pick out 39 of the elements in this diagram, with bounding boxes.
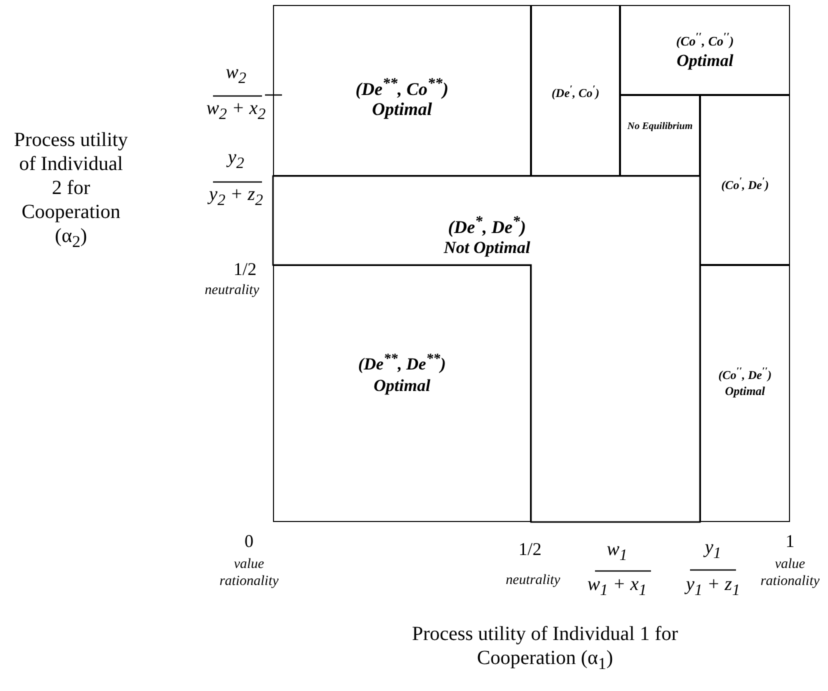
region-label: Optimal [676,51,734,71]
tick-label: y$_{2}$ + z$_{2}$ [206,184,264,211]
tick-label: 1/2 [517,539,542,561]
region-label: (Co$^{′′}$, Co$^{′′}$) [675,31,735,50]
tick-label: w$_{2}$ + x$_{2}$ [205,98,267,125]
payoff-region [620,95,700,176]
tick-label: 1/2 [232,259,258,281]
tick-label: y$_{2}$ [225,147,246,174]
tick-note: neutrality [204,283,260,300]
tick-label: 1 [784,531,796,553]
axis-title: Process utility of Individual 1 for Cooperation (α$_{1}$) [410,622,680,674]
payoff-region [273,176,700,522]
region-label: Optimal [724,384,766,399]
tick-note: value rationality [759,557,821,591]
region-label: Optimal [370,99,433,120]
region-label: (De$^{*}$, De$^{*}$) [447,214,527,238]
payoff-region [273,265,531,522]
tick-note: neutrality [504,573,562,590]
payoff-region [700,265,790,522]
region-label: (Co$^{′′}$, De$^{′′}$) [717,366,773,383]
region-label: (Co$^{′}$, De$^{′}$) [720,176,770,193]
region-label: No Equilibrium [626,120,694,133]
tick-note: value rationality [218,557,280,591]
payoff-region [273,5,531,176]
region-label: (De$^{**}$, Co$^{**}$) [354,76,450,100]
payoff-region [531,5,620,176]
tick-label: y$_{1}$ [702,537,722,564]
tick-label: y$_{1}$ + z$_{1}$ [684,574,741,601]
region-label: Not Optimal [442,238,532,258]
tick-label: 0 [244,531,254,553]
payoff-region [700,95,790,265]
region-label: Optimal [372,376,432,396]
region-label: (De$^{**}$, De$^{**}$) [357,351,447,375]
axis-title: Process utility of Individual 2 for Cooperation (α$_{2}$) [13,128,129,252]
payoff-region [620,5,790,95]
tick-label: w$_{1}$ + x$_{1}$ [586,574,648,601]
tick-label: w$_{1}$ [606,539,628,566]
region-label: (De$^{′}$, Co$^{′}$) [550,84,600,101]
tick-label: w$_{2}$ [224,62,248,89]
